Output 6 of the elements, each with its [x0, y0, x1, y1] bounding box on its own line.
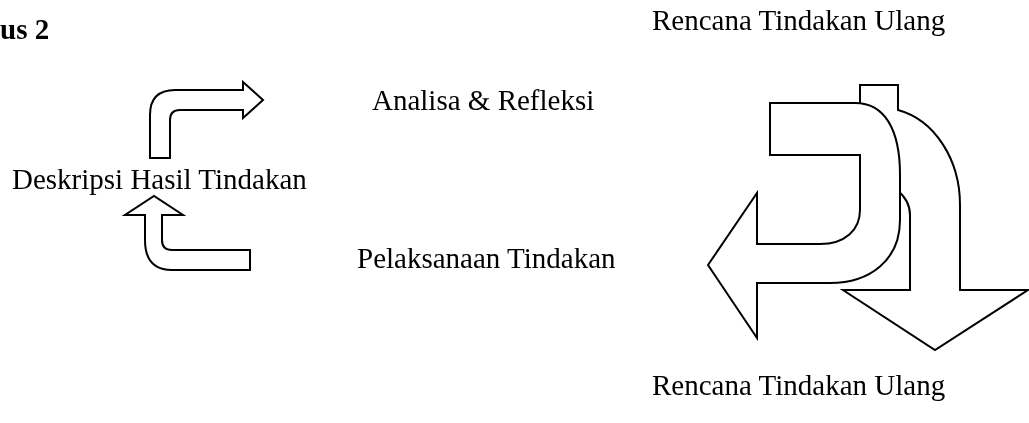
step-label: Pelaksanaan Tindakan	[357, 241, 616, 275]
step-label: Rencana Tindakan Ulang	[652, 368, 946, 402]
step-label: Deskripsi Hasil Tindakan	[12, 162, 307, 196]
step-label: Analisa & Refleksi	[372, 83, 595, 117]
step-label: Rencana Tindakan Ulang	[652, 3, 946, 37]
title: us 2	[0, 12, 50, 46]
